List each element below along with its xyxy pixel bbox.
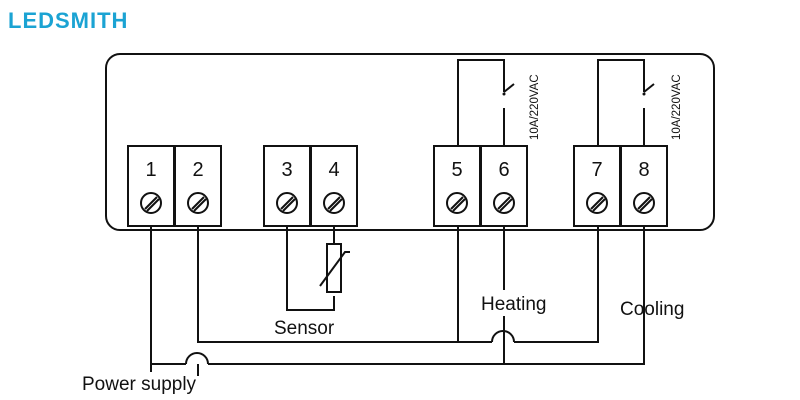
relay-switch-cooling (597, 59, 655, 146)
screw-icon (140, 192, 162, 214)
terminal-number: 8 (638, 159, 649, 181)
relay-switch-heating (457, 59, 515, 146)
terminal-block-sensor (263, 145, 358, 227)
screw-icon (446, 192, 468, 214)
terminal-number: 4 (328, 159, 339, 181)
terminal-number: 5 (451, 159, 462, 181)
terminal-block-heating (433, 145, 528, 227)
terminal-number: 6 (498, 159, 509, 181)
heating-label: Heating (481, 294, 547, 315)
cooling-label: Cooling (620, 299, 684, 320)
terminal-block-cooling (573, 145, 668, 227)
brand-logo: LEDSMITH (8, 8, 128, 33)
terminal-number: 2 (192, 159, 203, 181)
power-supply-label: Power supply (82, 374, 197, 395)
sensor-label: Sensor (274, 318, 335, 339)
sensor-wiring (286, 226, 350, 311)
terminal-number: 1 (145, 159, 156, 181)
controller-housing (105, 53, 715, 231)
screw-icon (493, 192, 515, 214)
screw-icon (633, 192, 655, 214)
relay-rating: 10A/220VAC (529, 74, 541, 140)
terminal-number: 3 (281, 159, 292, 181)
relay-rating: 10A/220VAC (671, 74, 683, 140)
power-wiring (150, 226, 645, 376)
screw-icon (323, 192, 345, 214)
screw-icon (187, 192, 209, 214)
terminal-number: 7 (591, 159, 602, 181)
screw-icon (276, 192, 298, 214)
screw-icon (586, 192, 608, 214)
terminal-block-power (127, 145, 222, 227)
